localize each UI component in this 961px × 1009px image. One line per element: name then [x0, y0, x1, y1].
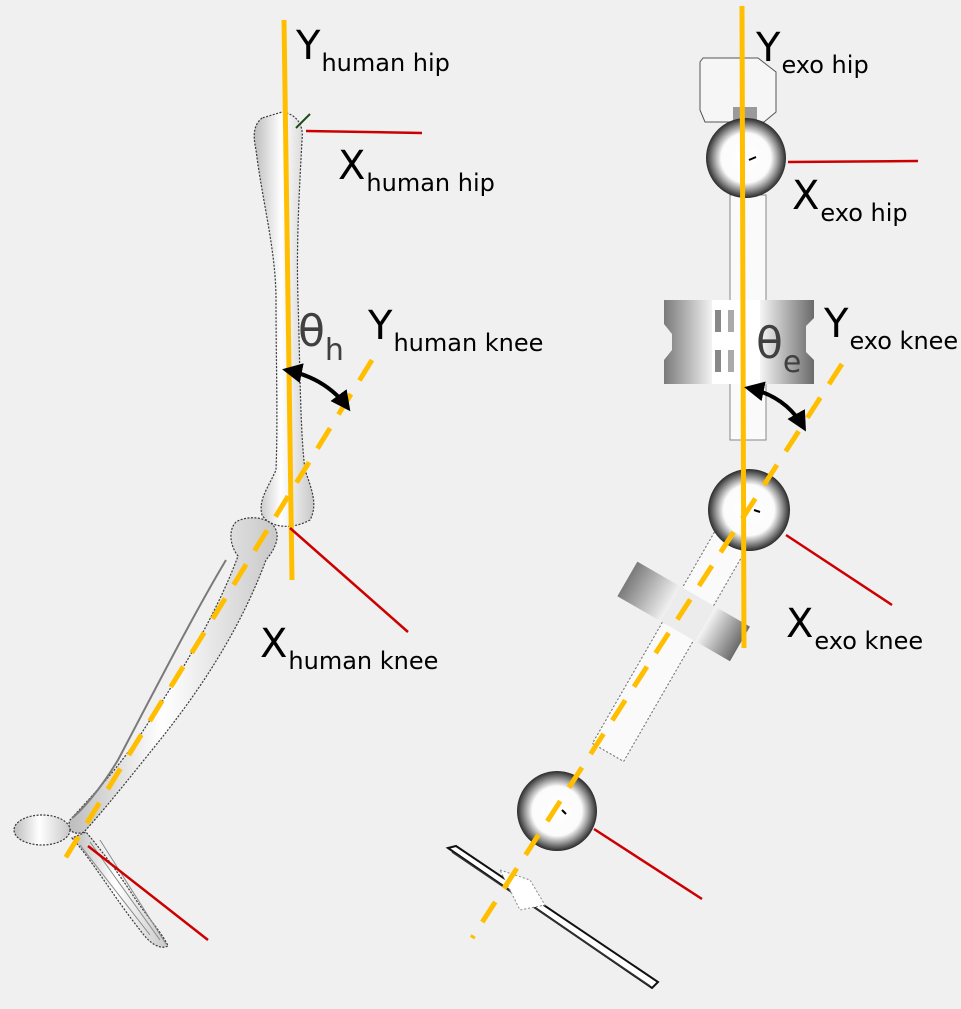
label-sub: human knee: [288, 647, 439, 675]
exo-hip-tab: [733, 107, 757, 121]
label-main: X: [792, 173, 820, 219]
exo-thigh-cuff-left: [664, 300, 712, 384]
label-sub: exo knee: [814, 627, 924, 655]
x-human-knee-axis: [289, 527, 409, 633]
exoskeleton-panel: [445, 5, 919, 990]
label-sub: e: [782, 345, 802, 380]
label-theta-h: θh: [298, 310, 344, 366]
y-human-hip-axis: [281, 19, 295, 581]
label-y-exo-knee: Yexo knee: [824, 301, 958, 353]
label-sub: human knee: [393, 329, 544, 357]
label-main: X: [338, 143, 366, 189]
femur-bone: [253, 111, 315, 527]
exo-hip-joint: [706, 118, 786, 198]
z-human-hip-axis: [295, 113, 311, 129]
heel-bone: [13, 814, 71, 846]
label-x-exo-hip: Xexo hip: [792, 173, 908, 225]
foot-bones: [13, 814, 169, 948]
y-human-knee-axis: [55, 358, 375, 872]
x-human-hip-axis: [305, 129, 423, 135]
label-sub: human hip: [321, 49, 450, 77]
label-sub: exo knee: [849, 327, 959, 355]
exo-ankle-joint: [517, 771, 597, 851]
x-human-ankle-axis: [87, 845, 209, 941]
y-exo-hip-axis: [739, 5, 747, 649]
label-main: θ: [756, 318, 783, 369]
exo-thigh-cuff-right: [760, 300, 814, 384]
label-y-exo-hip: Yexo hip: [756, 25, 869, 77]
tibia-bone: [68, 517, 278, 834]
label-sub: exo hip: [820, 199, 908, 227]
human-leg-panel: [13, 19, 423, 948]
x-exo-knee-axis: [785, 533, 893, 607]
theta-h-arrow: [282, 363, 351, 412]
label-x-human-hip: Xhuman hip: [338, 143, 495, 195]
label-main: Y: [296, 23, 321, 69]
label-main: X: [786, 601, 814, 647]
x-exo-hip-axis: [787, 159, 919, 164]
label-main: θ: [298, 306, 325, 357]
y-exo-knee-axis: [469, 362, 845, 940]
label-main: Y: [368, 303, 393, 349]
label-main: Y: [824, 301, 849, 347]
label-main: Y: [756, 25, 781, 71]
label-sub: h: [324, 333, 344, 368]
label-y-human-hip: Yhuman hip: [296, 23, 450, 75]
exo-shank-cuff-right: [695, 606, 750, 662]
x-exo-ankle-axis: [593, 827, 703, 901]
label-y-human-knee: Yhuman knee: [368, 303, 543, 355]
label-sub: human hip: [366, 169, 495, 197]
label-theta-e: θe: [756, 322, 801, 378]
theta-e-arrow: [744, 381, 806, 432]
exo-foot-plate: [445, 844, 660, 990]
label-x-human-knee: Xhuman knee: [260, 621, 438, 673]
label-sub: exo hip: [781, 51, 869, 79]
label-main: X: [260, 621, 288, 667]
exo-shank-cuff-left: [617, 561, 681, 622]
exo-hip-plate: [699, 57, 777, 123]
label-x-exo-knee: Xexo knee: [786, 601, 923, 653]
